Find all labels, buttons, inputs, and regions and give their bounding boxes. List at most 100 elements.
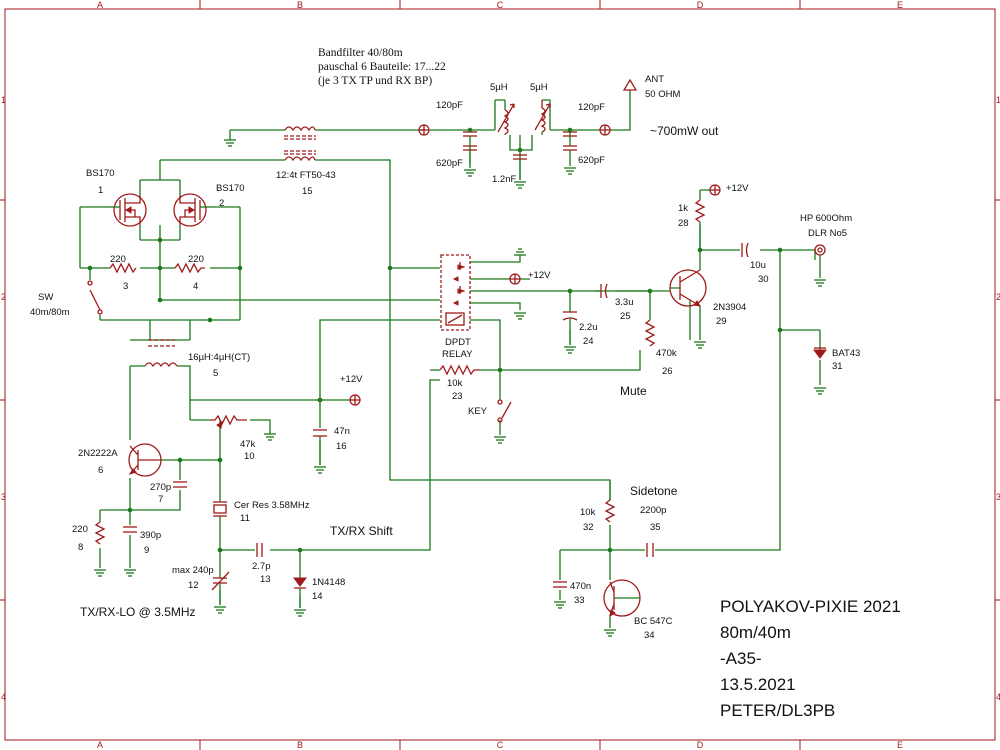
- audio-section: [430, 184, 827, 637]
- col-label-bottom-e: E: [897, 740, 903, 750]
- switch-label: SW: [38, 292, 53, 303]
- r4-value: 220: [188, 254, 204, 265]
- filter-note-line3: (je 3 TX TP und RX BP): [318, 75, 432, 87]
- q2-num: 2: [219, 198, 224, 209]
- ant-impedance-label: 50 OHM: [645, 89, 680, 100]
- c30-value: 10u: [750, 260, 766, 271]
- col-label-top-c: C: [497, 0, 504, 10]
- row-label-left-1: 1: [1, 95, 6, 105]
- l5a-label: 5µH: [490, 82, 508, 93]
- c35-num: 35: [650, 522, 661, 533]
- row-label-right-3: 3: [996, 492, 1000, 502]
- col-label-top-b: B: [297, 0, 303, 10]
- key-label: KEY: [468, 406, 488, 417]
- mosfet-q2: [173, 193, 210, 227]
- r32-num: 32: [583, 522, 594, 533]
- hp-model-label: DLR No5: [808, 228, 847, 239]
- c30-num: 30: [758, 274, 769, 285]
- t5-value: 16µH:4µH(CT): [188, 352, 250, 363]
- d31-num: 31: [832, 361, 843, 372]
- filter-note-line2: pauschal 6 Bauteile: 17...22: [318, 61, 446, 73]
- filter-note-line1: Bandfilter 40/80m: [318, 47, 403, 59]
- row-label-left-4: 4: [1, 692, 6, 702]
- c9-value: 390p: [140, 530, 161, 541]
- d14-num: 14: [312, 591, 323, 602]
- col-label-bottom-c: C: [497, 740, 504, 750]
- txrx-shift-note: TX/RX Shift: [330, 524, 393, 538]
- c12-num: 12: [188, 580, 199, 591]
- title-block: POLYAKOV-PIXIE 2021 80m/40m -A35- 13.5.2…: [720, 597, 901, 720]
- title-line4: 13.5.2021: [720, 675, 796, 694]
- mute-note: Mute: [620, 384, 647, 398]
- c25-value: 3.3u: [615, 297, 634, 308]
- c7-value: 270p: [150, 482, 171, 493]
- c13-value: 2.7p: [252, 561, 271, 572]
- col-label-top-d: D: [697, 0, 704, 10]
- q34-name: BC 547C: [634, 616, 673, 627]
- oscillator: [93, 366, 440, 617]
- c120a-label: 120pF: [436, 100, 463, 111]
- c9-num: 9: [144, 545, 149, 556]
- col-label-top-e: E: [897, 0, 903, 10]
- r8-value: 220: [72, 524, 88, 535]
- r4-num: 4: [193, 281, 198, 292]
- relay-label: DPDT: [445, 337, 471, 348]
- v12-relay-label: +12V: [528, 270, 551, 281]
- band-filter: [223, 78, 638, 189]
- r3-num: 3: [123, 281, 128, 292]
- l5b-label: 5µH: [530, 82, 548, 93]
- r32-value: 10k: [580, 507, 596, 518]
- q1-name: BS170: [86, 168, 115, 179]
- r10-value: 47k: [240, 439, 256, 450]
- x11-num: 11: [240, 513, 250, 524]
- q34-num: 34: [644, 630, 655, 641]
- c120b-label: 120pF: [578, 102, 605, 113]
- c24-value: 2.2u: [579, 322, 598, 333]
- q6-name: 2N2222A: [78, 448, 118, 459]
- ant-label: ANT: [645, 74, 664, 85]
- c35-value: 2200p: [640, 505, 666, 516]
- output-power-note: ~700mW out: [650, 124, 719, 138]
- col-label-bottom-a: A: [97, 740, 103, 750]
- d14-value: 1N4148: [312, 577, 345, 588]
- q2-name: BS170: [216, 183, 245, 194]
- mosfet-q1: [110, 193, 147, 227]
- row-label-left-3: 3: [1, 492, 6, 502]
- c33-value: 470n: [570, 581, 591, 592]
- relay-label-2: RELAY: [442, 349, 473, 360]
- r8-num: 8: [78, 542, 83, 553]
- c33-num: 33: [574, 595, 585, 606]
- c7-num: 7: [158, 494, 163, 505]
- title-line5: PETER/DL3PB: [720, 701, 835, 720]
- lo-note: TX/RX-LO @ 3.5MHz: [80, 605, 196, 619]
- r26-value: 470k: [656, 348, 677, 359]
- q6-num: 6: [98, 465, 103, 476]
- c16-num: 16: [336, 441, 347, 452]
- row-label-right-1: 1: [996, 95, 1000, 105]
- row-label-right-2: 2: [996, 292, 1000, 302]
- title-line3: -A35-: [720, 649, 762, 668]
- d31-value: BAT43: [832, 348, 860, 359]
- c620b-label: 620pF: [578, 155, 605, 166]
- r3-value: 220: [110, 254, 126, 265]
- hp-label: HP 600Ohm: [800, 213, 852, 224]
- q1-num: 1: [98, 185, 103, 196]
- col-label-top-a: A: [97, 0, 103, 10]
- col-label-bottom-b: B: [297, 740, 303, 750]
- title-line2: 80m/40m: [720, 623, 791, 642]
- title-line1: POLYAKOV-PIXIE 2021: [720, 597, 901, 616]
- c24-num: 24: [583, 336, 594, 347]
- q29-name: 2N3904: [713, 302, 746, 313]
- t5-num: 5: [213, 368, 218, 379]
- c13-num: 13: [260, 574, 271, 585]
- r26-num: 26: [662, 366, 673, 377]
- c25-num: 25: [620, 311, 631, 322]
- v12-audio-label: +12V: [726, 183, 749, 194]
- r28-value: 1k: [678, 203, 688, 214]
- row-label-right-4: 4: [996, 692, 1000, 702]
- c16-value: 47n: [334, 426, 350, 437]
- pa-section: [79, 150, 611, 500]
- q29-num: 29: [716, 316, 727, 327]
